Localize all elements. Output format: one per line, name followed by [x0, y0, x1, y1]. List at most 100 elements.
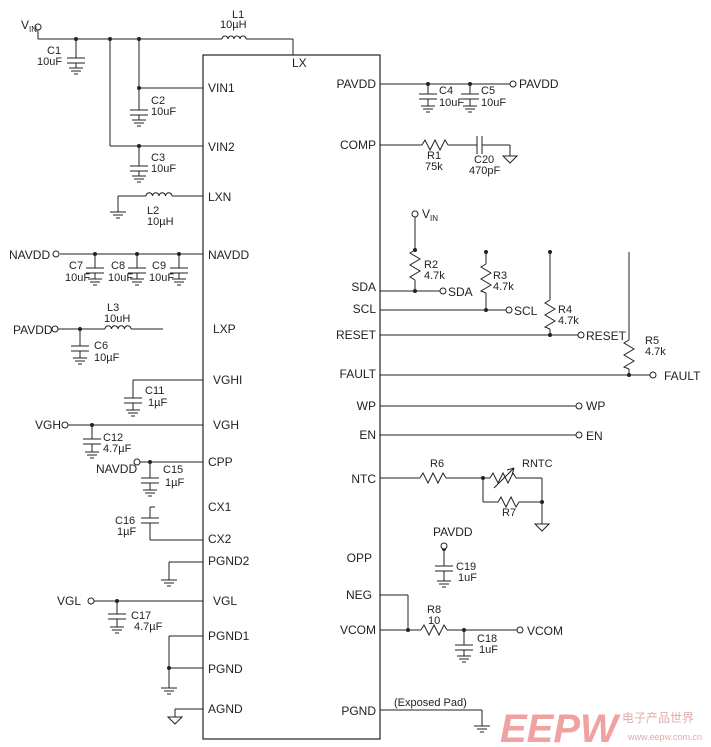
label-c12-val: 4.7µF: [103, 443, 132, 455]
terminals: [34, 23, 657, 634]
label-r3-val: 4.7k: [493, 281, 514, 293]
pin-agnd: AGND: [208, 702, 243, 716]
label-r7-ref: R7: [502, 507, 516, 519]
pin-pgnd: PGND: [208, 662, 243, 676]
left-pin-labels: VIN1 VIN2 LXN NAVDD LXP VGHI VGH CPP CX1…: [208, 81, 250, 716]
logo-url: www.eepw.com.cn: [627, 732, 702, 742]
pin-comp: COMP: [340, 138, 376, 152]
pin-cpp: CPP: [208, 455, 233, 469]
label-r2-val: 4.7k: [424, 270, 445, 282]
net-pavdd-in: PAVDD: [13, 323, 53, 337]
pin-reset: RESET: [336, 328, 377, 342]
net-vin-pullup: VIN: [422, 207, 438, 223]
net-labels: VIN NAVDD PAVDD VGH NAVDD VGL PAVDD VIN …: [9, 18, 701, 709]
label-r2-ref: R2: [424, 259, 438, 271]
net-fault: FAULT: [664, 369, 701, 383]
label-c19-ref: C19: [456, 561, 476, 573]
pin-lxn: LXN: [208, 190, 231, 204]
label-r5-ref: R5: [645, 335, 659, 347]
component-labels: L1 10µH C1 10uF C2 10uF C3 10uF L2 10µH …: [37, 9, 666, 656]
label-c8-val: 10uF: [108, 272, 133, 284]
label-r5-val: 4.7k: [645, 346, 666, 358]
label-c17-ref: C17: [131, 610, 151, 622]
pin-cx2: CX2: [208, 532, 232, 546]
label-r4-val: 4.7k: [558, 315, 579, 327]
label-c1-ref: C1: [47, 45, 61, 57]
net-vgh: VGH: [35, 418, 61, 432]
label-c16-val: 1µF: [117, 526, 136, 538]
pin-cx1: CX1: [208, 500, 232, 514]
label-c5-ref: C5: [481, 85, 495, 97]
label-c15-ref: C15: [163, 464, 183, 476]
label-r3-ref: R3: [493, 270, 507, 282]
pin-vghi: VGHI: [213, 373, 242, 387]
label-c4-ref: C4: [439, 85, 453, 97]
label-c16-ref: C16: [115, 515, 135, 527]
right-pin-labels: PAVDD COMP SDA SCL RESET FAULT WP EN NTC…: [336, 77, 377, 718]
wires: [37, 30, 650, 733]
label-c19-val: 1uF: [458, 572, 477, 584]
label-rntc-ref: RNTC: [522, 458, 553, 470]
inductor-l2: [145, 192, 173, 197]
label-c17-val: 4.7µF: [134, 621, 163, 633]
label-r6-ref: R6: [430, 458, 444, 470]
pin-vin2: VIN2: [208, 140, 235, 154]
net-reset: RESET: [586, 329, 627, 343]
pin-vgl: VGL: [213, 594, 237, 608]
label-r4-ref: R4: [558, 304, 572, 316]
pin-neg: NEG: [346, 588, 372, 602]
thermistor-arrow-icon: [506, 467, 515, 476]
pin-en: EN: [359, 428, 376, 442]
label-c3-val: 10uF: [151, 163, 176, 175]
net-pavdd-out: PAVDD: [519, 77, 559, 91]
label-c11-ref: C11: [145, 385, 164, 397]
logo-wordmark: EEPW: [500, 707, 621, 747]
pin-fault: FAULT: [340, 367, 377, 381]
label-l3-val: 10uH: [104, 313, 130, 325]
label-c9-val: 10uF: [149, 272, 174, 284]
label-l2-ref: L2: [147, 205, 159, 217]
net-scl: SCL: [514, 304, 538, 318]
label-c12-ref: C12: [103, 432, 123, 444]
label-c6-val: 10µF: [94, 352, 120, 364]
exposed-pad-note: (Exposed Pad): [394, 697, 467, 709]
label-c7-val: 10uF: [65, 272, 90, 284]
inductors: [104, 35, 247, 330]
pin-vin1: VIN1: [208, 81, 235, 95]
net-navdd-in: NAVDD: [9, 248, 50, 262]
ic-body: [202, 54, 381, 740]
label-r8-ref: R8: [427, 604, 441, 616]
pin-sda: SDA: [351, 280, 376, 294]
net-wp: WP: [586, 399, 605, 413]
eepw-logo: EEPW 电子产品世界 www.eepw.com.cn: [500, 707, 702, 747]
net-en: EN: [586, 429, 603, 443]
label-c1-val: 10uF: [37, 56, 62, 68]
label-c9-ref: C9: [152, 260, 166, 272]
label-c6-ref: C6: [94, 340, 108, 352]
label-c18-val: 1uF: [479, 644, 498, 656]
label-c18-ref: C18: [477, 633, 497, 645]
pin-vcom: VCOM: [340, 623, 376, 637]
pin-pgnd1: PGND1: [208, 629, 250, 643]
label-l1-ref: L1: [232, 9, 244, 21]
label-c15-val: 1µF: [165, 477, 184, 489]
label-c20-val: 470pF: [469, 165, 500, 177]
label-c5-val: 10uF: [481, 97, 506, 109]
pin-vgh: VGH: [213, 418, 239, 432]
logo-subtitle: 电子产品世界: [622, 711, 694, 725]
net-pavdd-opp: PAVDD: [433, 525, 473, 539]
net-vin-top: VIN: [21, 18, 37, 34]
label-c8-ref: C8: [111, 260, 125, 272]
net-vgl: VGL: [57, 594, 81, 608]
label-r1-val: 75k: [425, 161, 443, 173]
inductor-l3: [104, 325, 132, 330]
label-r1-ref: R1: [427, 150, 441, 162]
label-c2-ref: C2: [151, 95, 165, 107]
pin-lx: LX: [292, 56, 307, 70]
label-c4-val: 10uF: [439, 97, 464, 109]
pin-wp: WP: [357, 399, 376, 413]
label-l1-val: 10µH: [220, 19, 247, 31]
inductor-l1: [221, 35, 247, 40]
